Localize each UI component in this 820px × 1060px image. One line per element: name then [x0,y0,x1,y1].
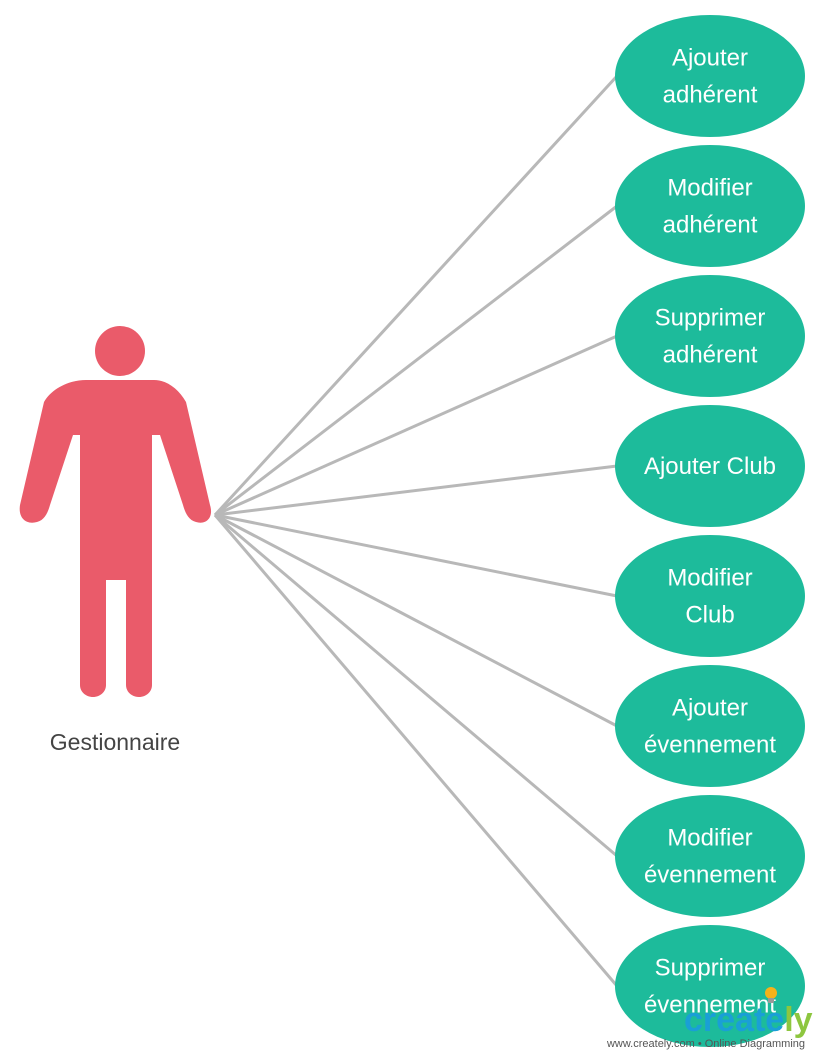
actor-gestionnaire[interactable]: Gestionnaire [19,326,212,755]
use-cases: AjouteradhérentModifieradhérentSupprimer… [615,15,805,1047]
use-case-ellipse [615,145,805,267]
creately-tagline: www.creately.com • Online Diagramming [606,1038,805,1050]
connector-line [213,74,619,517]
creately-logo-part2: ly [784,1001,812,1039]
creately-logo-part1: create [684,1001,784,1039]
use-case[interactable]: Supprimer évennement [615,925,805,1047]
lightbulb-icon [765,987,777,1003]
use-case-label: Ajouter Club [644,453,776,480]
actor-head [95,326,145,376]
use-case-ellipse [615,535,805,657]
use-case-ellipse [615,795,805,917]
connector-line [213,514,619,987]
use-case-label: adhérent [663,342,758,369]
use-case[interactable]: Supprimer adhérent [615,275,805,397]
use-case-label: Supprimer [655,955,766,982]
creately-watermark: creately www.creately.com • Online Diagr… [606,987,813,1050]
use-case[interactable]: Modifier adhérent [615,145,805,267]
actor-body [19,380,212,697]
use-case-ellipse [615,405,805,527]
connector-line [214,513,618,598]
actor-arm-gap-left [73,435,80,445]
use-case[interactable]: Ajouter évennement [615,665,805,787]
use-case-ellipse [615,665,805,787]
use-case-label: évennement [644,732,776,759]
use-case-label: Supprimer [655,305,766,332]
use-case[interactable]: Modifier évennement [615,795,805,917]
use-case-label: adhérent [663,212,758,239]
use-case-label: Ajouter [672,695,748,722]
actor-label: Gestionnaire [50,729,180,755]
actor-arm-gap-right [152,435,160,445]
creately-logo: creately [684,1001,813,1039]
connector-line [214,513,618,728]
use-case-label: Club [685,602,734,629]
connector-line [214,204,618,517]
use-case-label: Ajouter [672,45,748,72]
use-case-label: évennement [644,992,776,1019]
connector-line [214,513,618,858]
use-case-label: Modifier [667,825,752,852]
use-case-ellipse [615,925,805,1047]
use-case[interactable]: Ajouter Club [615,405,805,527]
connector-line [214,334,618,517]
use-case-label: évennement [644,862,776,889]
connector-line [214,464,618,517]
use-case-label: adhérent [663,82,758,109]
connectors [213,74,619,987]
use-case[interactable]: Ajouter adhérent [615,15,805,137]
use-case-label: Modifier [667,565,752,592]
use-case-ellipse [615,275,805,397]
use-case-ellipse [615,15,805,137]
use-case-label: Modifier [667,175,752,202]
